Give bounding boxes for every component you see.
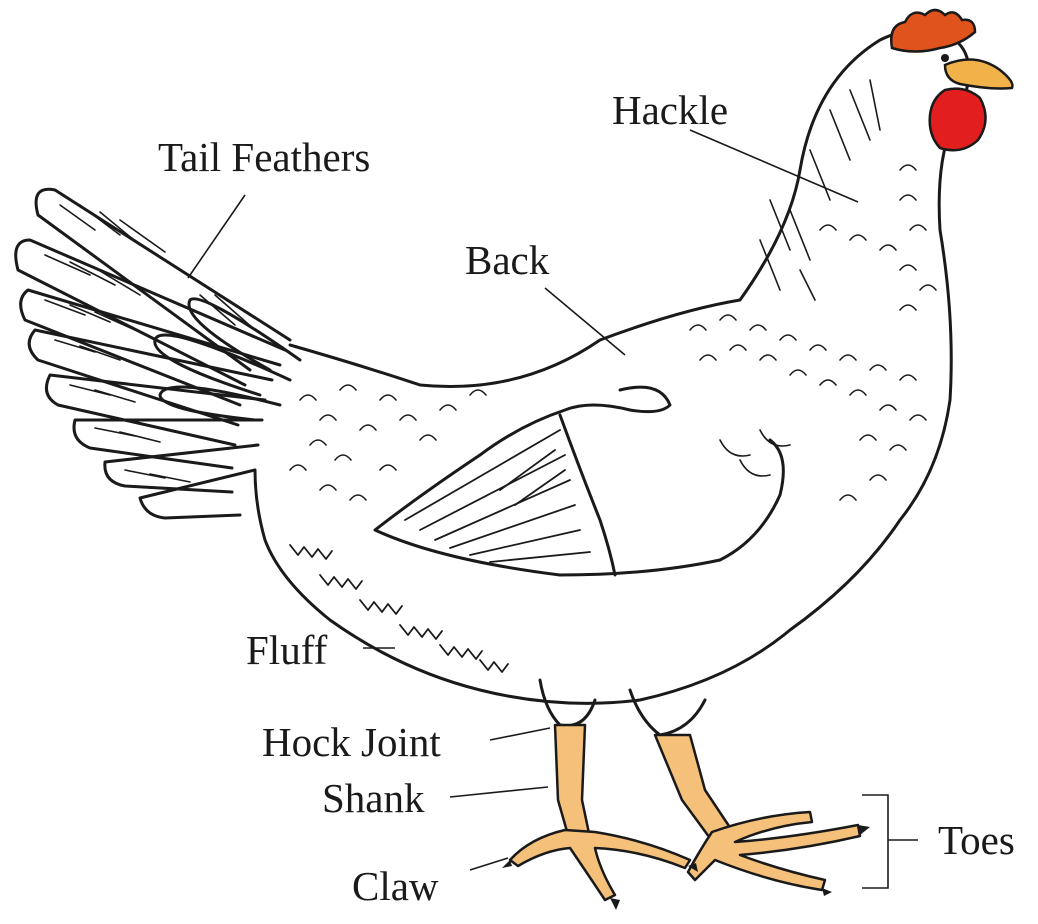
tail-feathers: [16, 189, 300, 518]
feather-texture: [290, 80, 936, 500]
tail-feathers-leader: [188, 195, 245, 278]
hackle-label: Hackle: [612, 90, 728, 131]
hock-joint-leader: [490, 728, 550, 740]
left-toes: [510, 830, 690, 900]
back-leader: [545, 288, 625, 355]
wing: [375, 387, 783, 575]
tail-feathers-label: Tail Feathers: [158, 137, 370, 178]
claw-label: Claw: [352, 866, 439, 907]
shank-leader: [450, 787, 548, 797]
hackle-leader: [690, 130, 858, 202]
shank-label: Shank: [322, 778, 425, 819]
wattle: [930, 89, 986, 151]
eye: [941, 54, 949, 62]
hock-joint-label: Hock Joint: [262, 722, 441, 763]
back-label: Back: [465, 240, 549, 281]
toes-bracket: [862, 795, 918, 888]
beak: [945, 60, 1013, 89]
claw-leader: [470, 858, 508, 870]
toes-label: Toes: [938, 820, 1015, 861]
leader-lines: [188, 130, 918, 888]
left-shank: [555, 725, 590, 842]
tail-hatching: [45, 205, 255, 482]
fluff-label: Fluff: [246, 630, 327, 671]
comb: [891, 10, 975, 52]
